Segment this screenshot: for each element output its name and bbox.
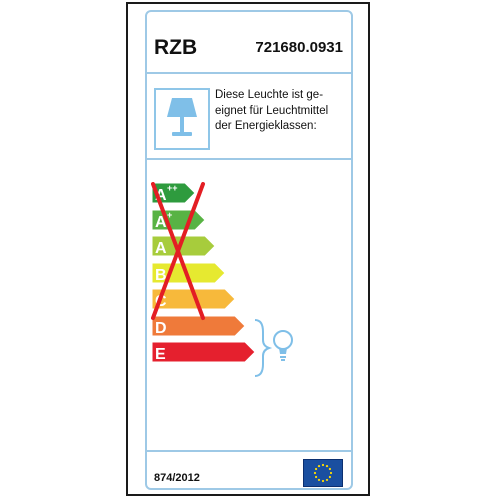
eu-star — [313, 471, 317, 475]
description-line: eignet für Leuchtmittel — [215, 104, 329, 117]
class-superscript: + — [167, 210, 172, 220]
energy-class-6: D — [151, 315, 247, 339]
light-bulb-icon — [254, 319, 293, 377]
class-arrow — [151, 341, 256, 363]
model-number: 721680.0931 — [255, 39, 343, 56]
eu-star — [321, 479, 325, 483]
description-line: Diese Leuchte ist ge- — [215, 89, 324, 101]
class-arrow — [151, 315, 246, 336]
eu-star — [317, 464, 321, 468]
eu-star — [325, 478, 329, 482]
eu-star — [314, 467, 318, 471]
class-letter: B — [155, 267, 167, 284]
lamp-pictogram — [154, 88, 210, 150]
eu-star — [325, 464, 329, 468]
pictogram-divider — [147, 158, 351, 160]
eu-star — [328, 475, 332, 479]
class-arrow — [151, 182, 196, 204]
class-letter: D — [155, 320, 167, 337]
cross-out-mark-icon — [151, 182, 205, 320]
eu-star — [317, 478, 321, 482]
energy-class-1: A++ — [151, 182, 197, 206]
description-line: der Energieklassen: — [215, 120, 317, 132]
header-divider — [147, 72, 351, 74]
eu-star — [314, 475, 318, 479]
table-lamp-icon — [167, 98, 197, 136]
class-superscript: ++ — [167, 183, 178, 193]
eu-star — [321, 463, 325, 467]
energy-class-7: E — [151, 341, 257, 365]
eu-star — [328, 467, 332, 471]
eu-flag-icon — [303, 459, 343, 487]
eu-star — [329, 471, 333, 475]
suitability-text: Diese Leuchte ist ge- eignet für Leuchtm… — [215, 88, 350, 135]
class-letter: A — [155, 240, 167, 257]
label-inner-frame: RZB 721680.0931 Diese Leuchte ist ge- ei… — [145, 10, 353, 490]
energy-class-3: A — [151, 235, 217, 259]
brand-name: RZB — [154, 36, 198, 59]
class-letter: E — [155, 346, 166, 363]
regulation-number: 874/2012 — [154, 472, 200, 484]
class-arrow — [151, 288, 236, 310]
footer-divider — [147, 450, 351, 452]
energy-label: RZB 721680.0931 Diese Leuchte ist ge- ei… — [126, 2, 370, 496]
class-arrow — [151, 235, 216, 257]
